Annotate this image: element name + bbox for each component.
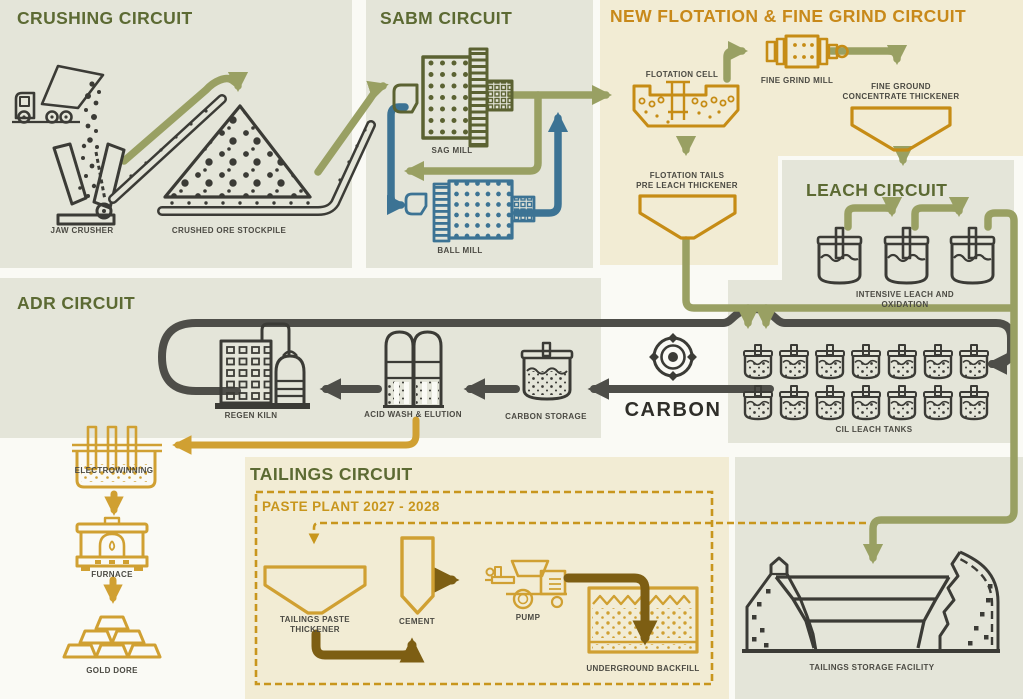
title-adr-circuit: ADR CIRCUIT xyxy=(17,293,136,313)
title-flotation-circuit: NEW FLOTATION & FINE GRIND CIRCUIT xyxy=(610,6,967,26)
label-cil-leach-tanks: CIL LEACH TANKS xyxy=(835,425,913,434)
pump-icon xyxy=(485,559,567,610)
title-sabm-circuit: SABM CIRCUIT xyxy=(380,8,513,28)
pipe-pump-to-backfill xyxy=(563,573,658,646)
label-carbon: CARBON xyxy=(624,399,722,421)
label-intensive-leach-and-oxidation: INTENSIVE LEACH AND OXIDATION xyxy=(856,290,954,309)
label-electrowinning: ELECTROWINNING xyxy=(74,466,154,475)
pipe-dashed-future-tailings xyxy=(254,490,866,686)
carbon-atom-icon xyxy=(649,333,697,381)
crushed-ore-stockpile-icon xyxy=(108,94,376,216)
fine-ground-concentrate-thickener-icon xyxy=(850,106,952,152)
label-regen-kiln: REGEN KILN xyxy=(224,411,278,420)
fine-grind-mill-icon xyxy=(765,34,849,69)
cil-leach-tanks-icon xyxy=(742,343,990,421)
flotation-cell-icon xyxy=(632,80,740,128)
label-jaw-crusher: JAW CRUSHER xyxy=(50,226,114,235)
ball-mill-icon xyxy=(404,179,536,243)
flotation-tails-pre-leach-thickener-icon xyxy=(638,194,737,240)
gold-dore-icon xyxy=(62,615,162,659)
label-sag-mill: SAG MILL xyxy=(431,146,473,155)
furnace-icon xyxy=(75,516,149,571)
title-tailings-circuit: TAILINGS CIRCUIT xyxy=(250,464,413,484)
title-leach-circuit: LEACH CIRCUIT xyxy=(806,180,948,200)
panel-flotation-circuit xyxy=(600,0,1023,156)
electrowinning-icon xyxy=(72,425,162,489)
carbon-storage-icon xyxy=(520,341,574,401)
pipe-paste-plant xyxy=(311,567,460,663)
label-ball-mill: BALL MILL xyxy=(437,246,483,255)
sag-mill-icon xyxy=(392,47,514,148)
pipe-elution-to-electrowinning xyxy=(103,416,420,604)
pipe-olive-flow xyxy=(120,40,1018,565)
label-pump: PUMP xyxy=(515,613,541,622)
label-gold-dore: GOLD DORE xyxy=(86,666,138,675)
label-underground-backfill: UNDERGROUND BACKFILL xyxy=(586,664,700,673)
regen-kiln-icon xyxy=(215,322,310,409)
dump-truck-icon xyxy=(12,64,105,149)
title-crushing-circuit: CRUSHING CIRCUIT xyxy=(17,8,193,28)
label-carbon-storage: CARBON STORAGE xyxy=(505,412,587,421)
label-tailings-paste-thickener: TAILINGS PASTE THICKENER xyxy=(280,615,350,634)
label-furnace: FURNACE xyxy=(91,570,133,579)
tailings-storage-facility-icon xyxy=(742,550,1000,653)
tailings-paste-thickener-icon xyxy=(263,565,367,615)
title-paste-plant: PASTE PLANT 2027 - 2028 xyxy=(262,499,440,514)
paste-plant-dashed-box xyxy=(254,490,714,686)
label-acid-wash-elution: ACID WASH & ELUTION xyxy=(364,410,462,419)
label-cement: CEMENT xyxy=(399,617,435,626)
label-fine-ground-concentrate-thickener: FINE GROUND CONCENTRATE THICKENER xyxy=(842,82,960,101)
label-flotation-tails-pre-leach-thickener: FLOTATION TAILS PRE LEACH THICKENER xyxy=(636,171,738,190)
jaw-crusher-icon xyxy=(52,142,126,226)
intensive-leach-tanks-icon xyxy=(816,226,996,285)
label-crushed-ore-stockpile: CRUSHED ORE STOCKPILE xyxy=(171,226,287,235)
label-flotation-cell: FLOTATION CELL xyxy=(645,70,719,79)
label-fine-grind-mill: FINE GRIND MILL xyxy=(760,76,834,85)
cement-icon xyxy=(400,536,435,615)
label-tailings-storage-facility: TAILINGS STORAGE FACILITY xyxy=(809,663,935,672)
acid-wash-elution-icon xyxy=(383,330,444,408)
